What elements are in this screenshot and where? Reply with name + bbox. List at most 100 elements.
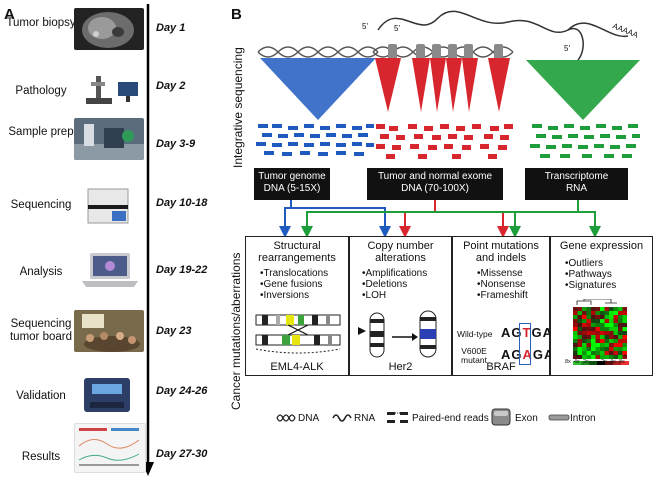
heatmap-cell [613, 307, 618, 311]
heatmap-cell [600, 355, 605, 359]
heatmap-cell [618, 347, 623, 351]
heatmap-cell [586, 311, 591, 315]
source-exome-line2: DNA (70-100X) [401, 183, 469, 194]
heatmap-cell [618, 323, 623, 327]
heatmap-cell [622, 307, 627, 311]
step-label-sequencing: Sequencing [10, 199, 72, 211]
heatmap-cell [591, 331, 596, 335]
exon-block [432, 44, 441, 62]
heatmap-cell [609, 323, 614, 327]
braf-highlight-box [519, 323, 531, 365]
heatmap-cell [595, 339, 600, 343]
heatmap-cell [591, 335, 596, 339]
heatmap-cell [613, 315, 618, 319]
source-genome-line1: Tumor genome [258, 171, 326, 182]
heatmap-cell [600, 343, 605, 347]
heatmap-cell [609, 311, 614, 315]
heatmap-cell [600, 351, 605, 355]
heatmap-cell [609, 335, 614, 339]
heatmap-cell [573, 355, 578, 359]
point-mutation-item: •Frameshift [477, 290, 528, 301]
copy-number-item: •Amplifications [362, 268, 428, 279]
heatmap-cell [622, 347, 627, 351]
heatmap-cell [577, 331, 582, 335]
heatmap-cell [591, 343, 596, 347]
heatmap-cell [613, 323, 618, 327]
heatmap-cell [609, 319, 614, 323]
heatmap-cell [613, 339, 618, 343]
day-10-18: Day 10-18 [156, 197, 208, 209]
rna-5prime-label: 5' [362, 22, 368, 31]
gene-expression-item: •Outliers [565, 258, 603, 269]
exon-block [388, 44, 397, 62]
heatmap-cell [586, 351, 591, 355]
eml4-alk-chromosomes [255, 314, 341, 354]
heatmap-cell [573, 343, 578, 347]
copy-number-title: Copy number alterations [367, 240, 434, 264]
heatmap-cell [591, 323, 596, 327]
heatmap-cell [573, 335, 578, 339]
heatmap-cell [582, 351, 587, 355]
heatmap-cell [604, 323, 609, 327]
heatmap-cell [622, 323, 627, 327]
box-gene-expression: Gene expression •Outliers •Pathways •Sig… [550, 236, 653, 376]
sequencer-image [74, 183, 144, 225]
genome-reads [256, 124, 374, 156]
heatmap-cell [613, 355, 618, 359]
source-genome-line2: DNA (5-15X) [263, 183, 321, 194]
point-mutation-footer: BRAF [486, 361, 516, 373]
heatmap-cell [595, 315, 600, 319]
heatmap-cell [582, 323, 587, 327]
integrative-sequencing-label: Integrative sequencing [231, 47, 245, 168]
point-mutation-item: •Missense [477, 268, 523, 279]
braf-mutant-sequence: AGAGA [501, 347, 555, 362]
heatmap-cell [582, 339, 587, 343]
heatmap-cell [591, 351, 596, 355]
braf-wildtype-label: Wild-type [457, 329, 493, 339]
heatmap-cell [586, 319, 591, 323]
heatmap-cell [595, 347, 600, 351]
heatmap-cell [595, 355, 600, 359]
heatmap-cell [586, 347, 591, 351]
step-label-results: Results [21, 451, 61, 463]
step-label-analysis: Analysis [19, 266, 63, 278]
step-label-pathology: Pathology [15, 85, 67, 97]
heatmap-cell [609, 347, 614, 351]
heatmap-cell [582, 343, 587, 347]
heatmap-cell [586, 315, 591, 319]
heatmap-cell [609, 351, 614, 355]
heatmap-cell [618, 327, 623, 331]
heatmap-cell [582, 335, 587, 339]
heatmap-cell [577, 343, 582, 347]
heatmap-cell [600, 335, 605, 339]
heatmap-cell [582, 355, 587, 359]
genome-dna-helix [257, 46, 379, 58]
heatmap-cell [622, 311, 627, 315]
source-tumor-normal-exome: Tumor and normal exome DNA (70-100X) [367, 168, 503, 200]
sequencing-schematic [256, 10, 640, 159]
heatmap-cell [618, 339, 623, 343]
exome-funnel [430, 58, 446, 112]
heatmap-cell [600, 319, 605, 323]
heatmap-minus: − [575, 353, 580, 360]
heatmap-cell [577, 339, 582, 343]
heatmap-plus: + [623, 353, 628, 360]
heatmap-cell [609, 355, 614, 359]
heatmap-cell [582, 327, 587, 331]
heatmap-cell [577, 335, 582, 339]
heatmap-cell [586, 355, 591, 359]
heatmap-cell [586, 331, 591, 335]
heatmap-cell [586, 339, 591, 343]
heatmap-cell [622, 339, 627, 343]
heatmap-cell [600, 323, 605, 327]
meeting-room-image [74, 310, 144, 352]
heatmap-cell [573, 327, 578, 331]
heatmap-cell [600, 315, 605, 319]
heatmap-cell [613, 351, 618, 355]
heatmap-cell [573, 319, 578, 323]
exon-block [448, 44, 457, 62]
rna-strand [377, 10, 584, 61]
heatmap-cell [618, 335, 623, 339]
heatmap-cell [591, 355, 596, 359]
